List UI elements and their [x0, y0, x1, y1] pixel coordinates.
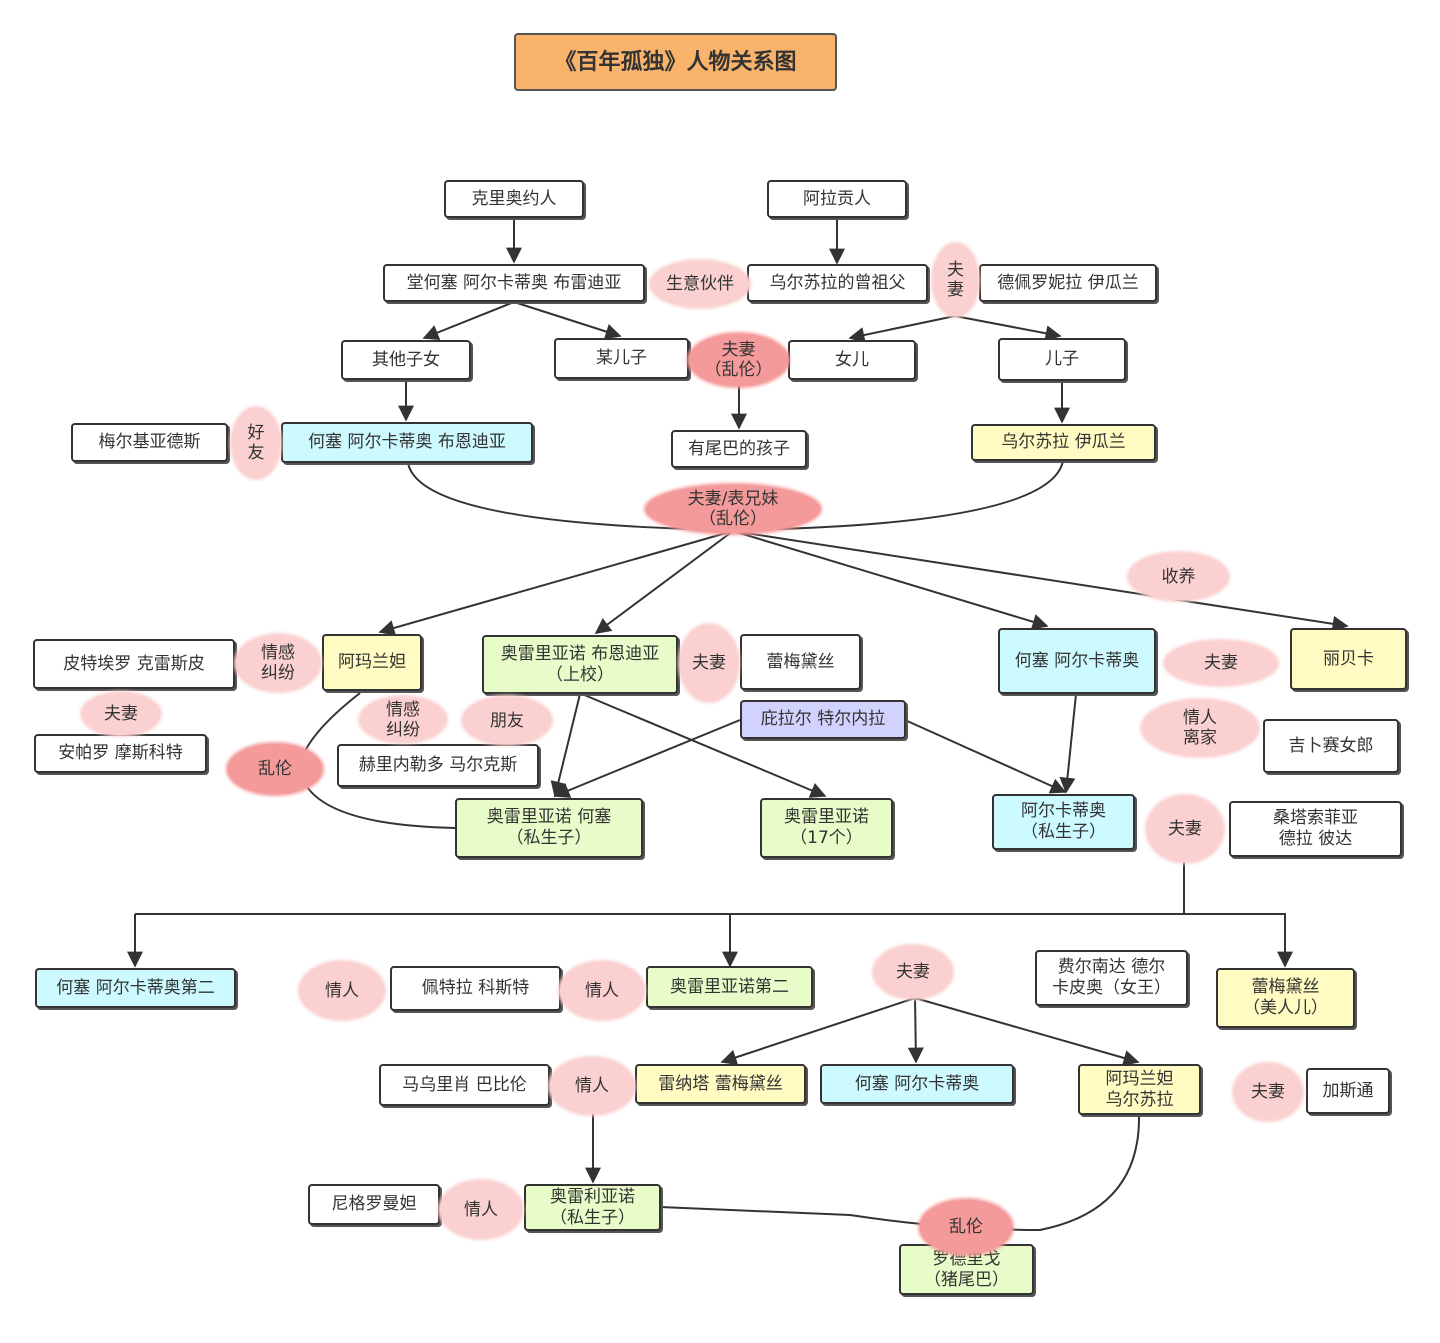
relation-business-partner: 生意伙伴	[651, 261, 749, 307]
node-helinei[interactable]: 赫里内勒多 马尔克斯	[337, 744, 539, 787]
curve-final-incest	[659, 1115, 1141, 1232]
node-meierji[interactable]: 梅尔基亚德斯	[71, 423, 228, 462]
relation-friend-helinei: 朋友	[463, 697, 551, 744]
arrow-tanghesai-qitazinv	[422, 301, 515, 341]
relation-spouse-feiernanda: 夫妻	[874, 946, 952, 998]
node-pilaer[interactable]: 庇拉尔 特尔内拉	[740, 700, 906, 739]
arrow-hub-colonel	[594, 530, 734, 634]
node-aoleiliya-colonel[interactable]: 奥雷里亚诺 布恩迪亚 （上校）	[482, 635, 678, 694]
relation-adopt: 收养	[1129, 553, 1228, 600]
node-peitela[interactable]: 佩特拉 科斯特	[390, 966, 561, 1011]
relation-spouse-incest: 夫妻 （乱伦）	[689, 334, 788, 386]
node-leimeidaisi[interactable]: 蕾梅黛丝	[740, 634, 861, 690]
relation-lover-aoleiliya2: 情人	[560, 962, 644, 1019]
relation-spouse-vertical: 夫 妻	[933, 244, 978, 316]
node-aoleiliya-last[interactable]: 奥雷利亚诺 （私生子）	[524, 1184, 661, 1231]
node-wuersula[interactable]: 乌尔苏拉 伊瓜兰	[971, 424, 1156, 461]
node-qitazinv[interactable]: 其他子女	[341, 340, 471, 380]
relation-spouse-jiasitong: 夫妻	[1234, 1064, 1302, 1120]
arrow-spouse-amalanta-wuersula	[914, 997, 1140, 1066]
arrow-pilaer-aoleiliya-hesai	[553, 719, 741, 798]
relation-spouse-pite: 夫妻	[82, 693, 160, 735]
node-erzi[interactable]: 儿子	[998, 338, 1126, 381]
arrow-hub-libeika	[732, 530, 1349, 632]
arrow-hub-amalanta	[378, 530, 734, 636]
arrow-spouse-hesai-last	[907, 997, 924, 1064]
relation-spouse-sangta: 夫妻	[1147, 796, 1223, 862]
arrow-spouse-leinata	[720, 997, 916, 1066]
arrow-pilaer-aerka	[904, 719, 1067, 794]
relation-spouse-hesai: 夫妻	[1165, 641, 1277, 685]
node-hesai-buendia[interactable]: 何塞 阿尔卡蒂奥 布恩迪亚	[281, 422, 533, 463]
relation-lover-peitela: 情人	[300, 962, 384, 1019]
node-leimeidaisi-beauty[interactable]: 蕾梅黛丝 （美人儿）	[1216, 968, 1355, 1028]
relation-affair-pite: 情感 纠纷	[236, 635, 320, 691]
arrow-hub-hesai	[732, 530, 1049, 630]
node-sangtasuo[interactable]: 桑塔索菲亚 德拉 彼达	[1229, 801, 1402, 857]
node-aoleiliya-hesai[interactable]: 奥雷里亚诺 何塞 （私生子）	[455, 798, 643, 858]
node-mawulixiao[interactable]: 马乌里肖 巴比伦	[379, 1064, 550, 1106]
line-sangta-down	[135, 860, 1185, 915]
node-jibusai[interactable]: 吉卜赛女郎	[1263, 719, 1399, 773]
arrow-spouse-erzi	[954, 315, 1062, 342]
node-pite[interactable]: 皮特埃罗 克雷斯皮	[33, 639, 235, 689]
node-nigeluoman[interactable]: 尼格罗曼妲	[308, 1184, 440, 1225]
node-tanghesai[interactable]: 堂何塞 阿尔卡蒂奥 布雷迪亚	[383, 264, 645, 302]
node-zengzufu[interactable]: 乌尔苏拉的曾祖父	[747, 264, 928, 302]
node-kelioyue[interactable]: 克里奥约人	[444, 180, 584, 218]
node-aerka-illegit[interactable]: 阿尔卡蒂奥 （私生子）	[992, 794, 1135, 850]
node-hesai-last[interactable]: 何塞 阿尔卡蒂奥	[820, 1064, 1014, 1104]
node-aoleiliya-second[interactable]: 奥雷里亚诺第二	[646, 966, 813, 1008]
arrow-spouse-nver	[848, 315, 956, 343]
arrow-colonel-aoleiliya-hesai	[550, 693, 581, 798]
relation-lover-nigeluo: 情人	[440, 1181, 522, 1238]
arrow-branch-leimeidaisi	[1184, 913, 1293, 968]
relation-lovers-leave: 情人 离家	[1142, 700, 1258, 756]
node-youweiba[interactable]: 有尾巴的孩子	[671, 430, 807, 468]
node-hesai-aerka[interactable]: 何塞 阿尔卡蒂奥	[998, 628, 1156, 694]
relation-lover-mawulixiao: 情人	[550, 1058, 634, 1114]
node-alagong[interactable]: 阿拉贡人	[767, 180, 907, 218]
relation-spouse-colonel: 夫妻	[680, 625, 738, 701]
node-mouerzi[interactable]: 某儿子	[554, 338, 689, 379]
node-libeika[interactable]: 丽贝卡	[1290, 628, 1407, 690]
relation-spouse-cousin: 夫妻/表兄妹 （乱伦）	[646, 485, 820, 533]
node-hesai-second[interactable]: 何塞 阿尔卡蒂奥第二	[35, 968, 236, 1008]
relation-friend-vertical: 好 友	[232, 408, 280, 478]
diagram-title: 《百年孤独》人物关系图	[514, 33, 837, 91]
relation-incest-final: 乱伦	[920, 1200, 1012, 1254]
node-leinata[interactable]: 雷纳塔 蕾梅黛丝	[635, 1064, 806, 1104]
relation-affair-helinei: 情感 纠纷	[360, 697, 446, 742]
node-anpaluo[interactable]: 安帕罗 摩斯科特	[34, 734, 207, 773]
node-amalanta[interactable]: 阿玛兰妲	[322, 634, 422, 691]
node-nver[interactable]: 女儿	[788, 340, 916, 380]
node-depeiluo[interactable]: 德佩罗妮拉 伊瓜兰	[979, 264, 1157, 302]
arrow-hesai-aerka	[1059, 693, 1077, 794]
arrow-colonel-aoleiliya-17	[581, 693, 827, 798]
node-aoleiliya-17[interactable]: 奥雷里亚诺 （17个）	[760, 798, 893, 858]
arrow-tanghesai-mouerzi	[513, 301, 622, 340]
node-amalanta-wuersula[interactable]: 阿玛兰妲 乌尔苏拉	[1078, 1064, 1201, 1115]
node-jiasitong[interactable]: 加斯通	[1306, 1068, 1390, 1114]
node-feiernanda[interactable]: 费尔南达 德尔 卡皮奥（女王）	[1035, 950, 1188, 1006]
relation-incest-amalanta: 乱伦	[228, 744, 322, 794]
